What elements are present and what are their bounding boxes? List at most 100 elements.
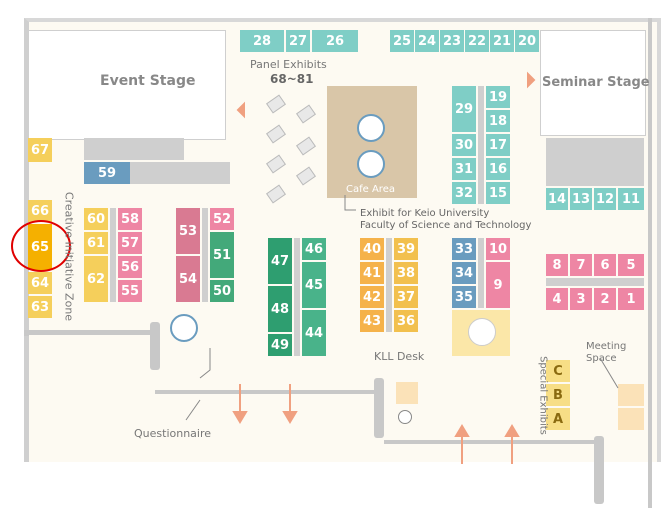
event-stage-label: Event Stage: [100, 73, 196, 89]
booth-a[interactable]: A: [546, 408, 570, 430]
booth-42[interactable]: 42: [360, 286, 384, 308]
divider: [386, 238, 392, 332]
booth-53[interactable]: 53: [176, 208, 200, 254]
booth-17[interactable]: 17: [486, 134, 510, 156]
divider: [294, 238, 300, 356]
booth-20[interactable]: 20: [515, 30, 539, 52]
booth-23[interactable]: 23: [440, 30, 464, 52]
monitor-icon: [357, 150, 385, 178]
booth-c[interactable]: C: [546, 360, 570, 382]
booth-11[interactable]: 11: [618, 188, 644, 210]
booth-27[interactable]: 27: [286, 30, 310, 52]
booth-40[interactable]: 40: [360, 238, 384, 260]
meeting-space-2[interactable]: [618, 408, 644, 430]
cafe-area-label: Cafe Area: [346, 184, 395, 195]
booth-33[interactable]: 33: [452, 238, 476, 260]
booth-36[interactable]: 36: [394, 310, 418, 332]
highlight-circle: [11, 220, 71, 272]
booth-4[interactable]: 4: [546, 288, 568, 310]
booth-12[interactable]: 12: [594, 188, 616, 210]
booth-22[interactable]: 22: [465, 30, 489, 52]
kll-desk[interactable]: [396, 382, 418, 404]
booth-16[interactable]: 16: [486, 158, 510, 180]
booth-37[interactable]: 37: [394, 286, 418, 308]
booth-5[interactable]: 5: [618, 254, 644, 276]
booth-60[interactable]: 60: [84, 208, 108, 230]
booth-51[interactable]: 51: [210, 232, 234, 278]
booth-48[interactable]: 48: [268, 286, 292, 332]
panel-range-label: 68~81: [270, 72, 314, 86]
booth-50[interactable]: 50: [210, 280, 234, 302]
booth-45[interactable]: 45: [302, 262, 326, 308]
booth-66[interactable]: 66: [28, 200, 52, 222]
booth-18[interactable]: 18: [486, 110, 510, 132]
booth-67[interactable]: 67: [28, 138, 52, 162]
booth-28[interactable]: 28: [240, 30, 284, 52]
booth-32[interactable]: 32: [452, 182, 476, 204]
booth-8[interactable]: 8: [546, 254, 568, 276]
wall-right-bottom: [384, 440, 594, 444]
seminar-stage-label: Seminar Stage: [542, 75, 650, 90]
booth-30[interactable]: 30: [452, 134, 476, 156]
booth-49[interactable]: 49: [268, 334, 292, 356]
booth-64[interactable]: 64: [28, 272, 52, 294]
booth-46[interactable]: 46: [302, 238, 326, 260]
meeting-space-label-2: Space: [586, 353, 617, 364]
grey-block-stage: [130, 162, 230, 184]
booth-25[interactable]: 25: [390, 30, 414, 52]
booth-13[interactable]: 13: [570, 188, 592, 210]
divider: [478, 238, 484, 308]
booth-52[interactable]: 52: [210, 208, 234, 230]
booth-56[interactable]: 56: [118, 256, 142, 278]
booth-62[interactable]: 62: [84, 256, 108, 302]
booth-39[interactable]: 39: [394, 238, 418, 260]
booth-26[interactable]: 26: [312, 30, 358, 52]
booth-44[interactable]: 44: [302, 310, 326, 356]
divider: [478, 86, 484, 204]
meeting-space-label-1: Meeting: [586, 341, 627, 352]
booth-58[interactable]: 58: [118, 208, 142, 230]
seminar-stage: [540, 30, 646, 136]
booth-14[interactable]: 14: [546, 188, 568, 210]
booth-19[interactable]: 19: [486, 86, 510, 108]
booth-54[interactable]: 54: [176, 256, 200, 302]
grey-block-59: [84, 138, 184, 160]
booth-b[interactable]: B: [546, 384, 570, 406]
kll-desk-label: KLL Desk: [374, 350, 425, 363]
wall-left-bottom: [24, 330, 154, 335]
booth-15[interactable]: 15: [486, 182, 510, 204]
booth-6[interactable]: 6: [594, 254, 616, 276]
meeting-space-1[interactable]: [618, 384, 644, 406]
booth-47[interactable]: 47: [268, 238, 292, 284]
booth-35[interactable]: 35: [452, 286, 476, 308]
booth-21[interactable]: 21: [490, 30, 514, 52]
booth-59[interactable]: 59: [84, 162, 130, 184]
booth-61[interactable]: 61: [84, 232, 108, 254]
divider: [546, 278, 644, 286]
questionnaire-icon: [170, 314, 198, 342]
cafe-area[interactable]: [327, 86, 417, 198]
booth-43[interactable]: 43: [360, 310, 384, 332]
booth-34[interactable]: 34: [452, 262, 476, 284]
booth-31[interactable]: 31: [452, 158, 476, 180]
info-desk-icon: [357, 114, 385, 142]
booth-2[interactable]: 2: [594, 288, 616, 310]
booth-1[interactable]: 1: [618, 288, 644, 310]
panel-exhibits-label: Panel Exhibits: [250, 58, 327, 71]
booth-3[interactable]: 3: [570, 288, 592, 310]
booth-9[interactable]: 9: [486, 262, 510, 308]
keio-exhibit-label-1: Exhibit for Keio University: [360, 208, 490, 219]
booth-57[interactable]: 57: [118, 232, 142, 254]
booth-38[interactable]: 38: [394, 262, 418, 284]
pillar-right: [594, 436, 604, 504]
booth-10[interactable]: 10: [486, 238, 510, 260]
booth-7[interactable]: 7: [570, 254, 592, 276]
booth-55[interactable]: 55: [118, 280, 142, 302]
booth-63[interactable]: 63: [28, 296, 52, 318]
booth-29[interactable]: 29: [452, 86, 476, 132]
booth-24[interactable]: 24: [415, 30, 439, 52]
wall-mid-bottom: [155, 390, 380, 394]
booth-41[interactable]: 41: [360, 262, 384, 284]
